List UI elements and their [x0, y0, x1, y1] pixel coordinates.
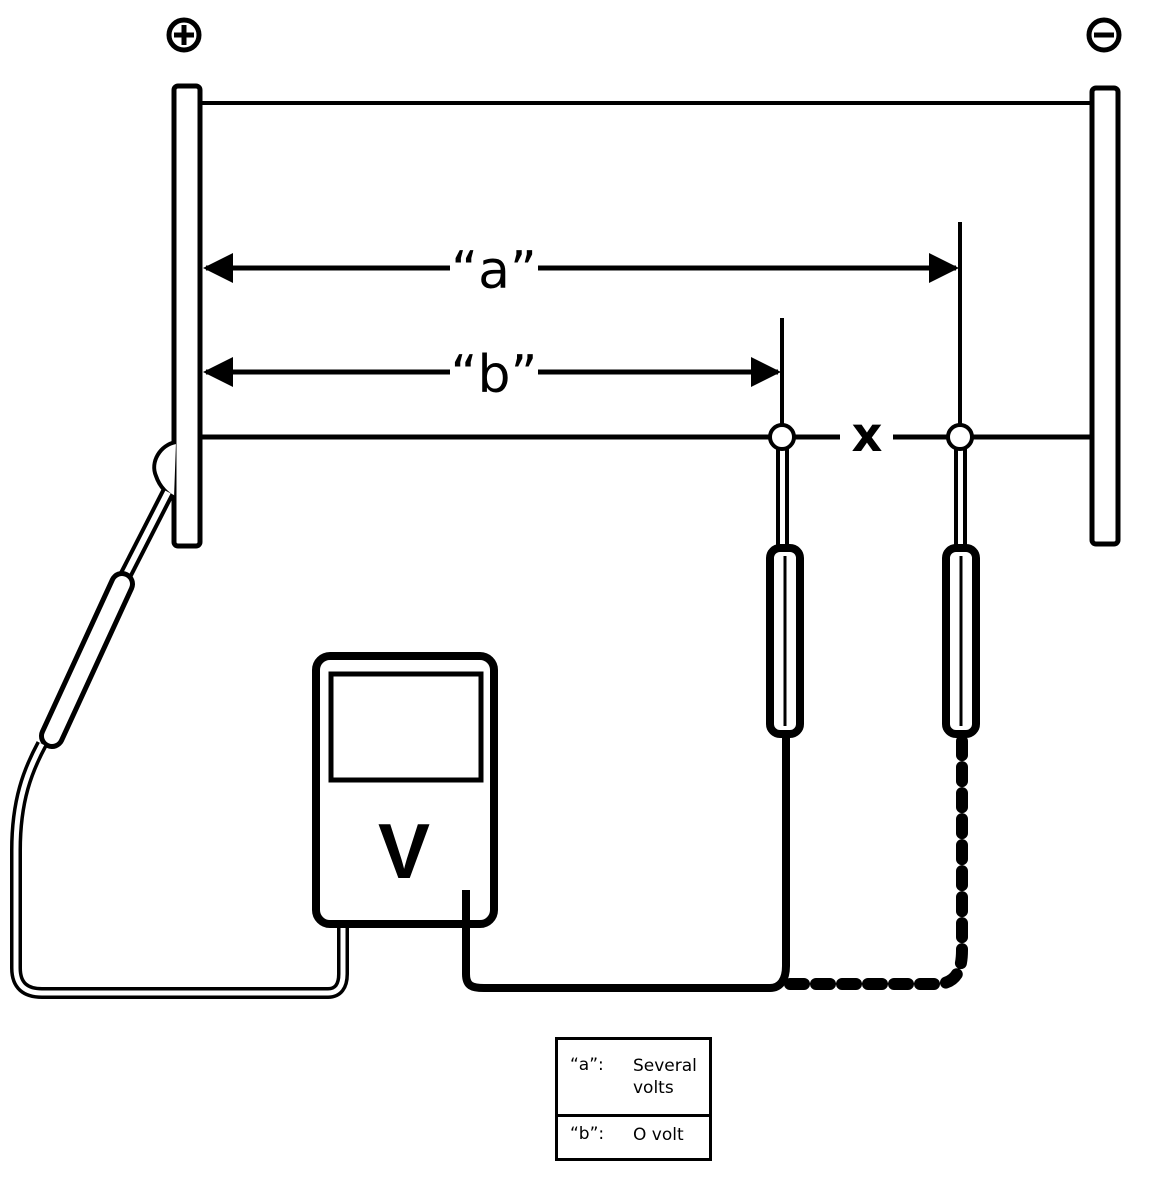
probe-a-lead-wire-dashed [784, 730, 968, 990]
legend-table: “a”: Several volts “b”: O volt [555, 1037, 712, 1161]
legend-key-a: “a”: [570, 1055, 604, 1075]
voltmeter: V [312, 652, 498, 928]
test-point-b [768, 423, 796, 451]
left-probe [39, 440, 177, 749]
label-a: “a” [451, 241, 537, 301]
x-label: x [852, 407, 883, 463]
legend-row-b: “b”: O volt [558, 1114, 709, 1158]
positive-plate [171, 83, 203, 549]
legend-row-a: “a”: Several volts [558, 1040, 709, 1117]
legend-value-a: Several volts [633, 1056, 697, 1098]
dimension-b: “b” [203, 345, 781, 405]
left-lead-wire [10, 741, 349, 999]
voltmeter-display [328, 671, 484, 783]
probe-b [766, 449, 804, 738]
test-point-a [946, 423, 974, 451]
voltmeter-label: V [378, 807, 430, 895]
negative-plate [1089, 85, 1121, 547]
positive-terminal-symbol: + [166, 17, 202, 53]
legend-key-b: “b”: [570, 1124, 605, 1144]
legend-value-b: O volt [633, 1125, 684, 1145]
dimension-a: “a” [203, 241, 959, 301]
probe-b-lead-wire [462, 734, 790, 992]
negative-terminal-symbol: − [1086, 17, 1122, 53]
probe-a [942, 449, 980, 738]
label-b: “b” [451, 345, 538, 405]
